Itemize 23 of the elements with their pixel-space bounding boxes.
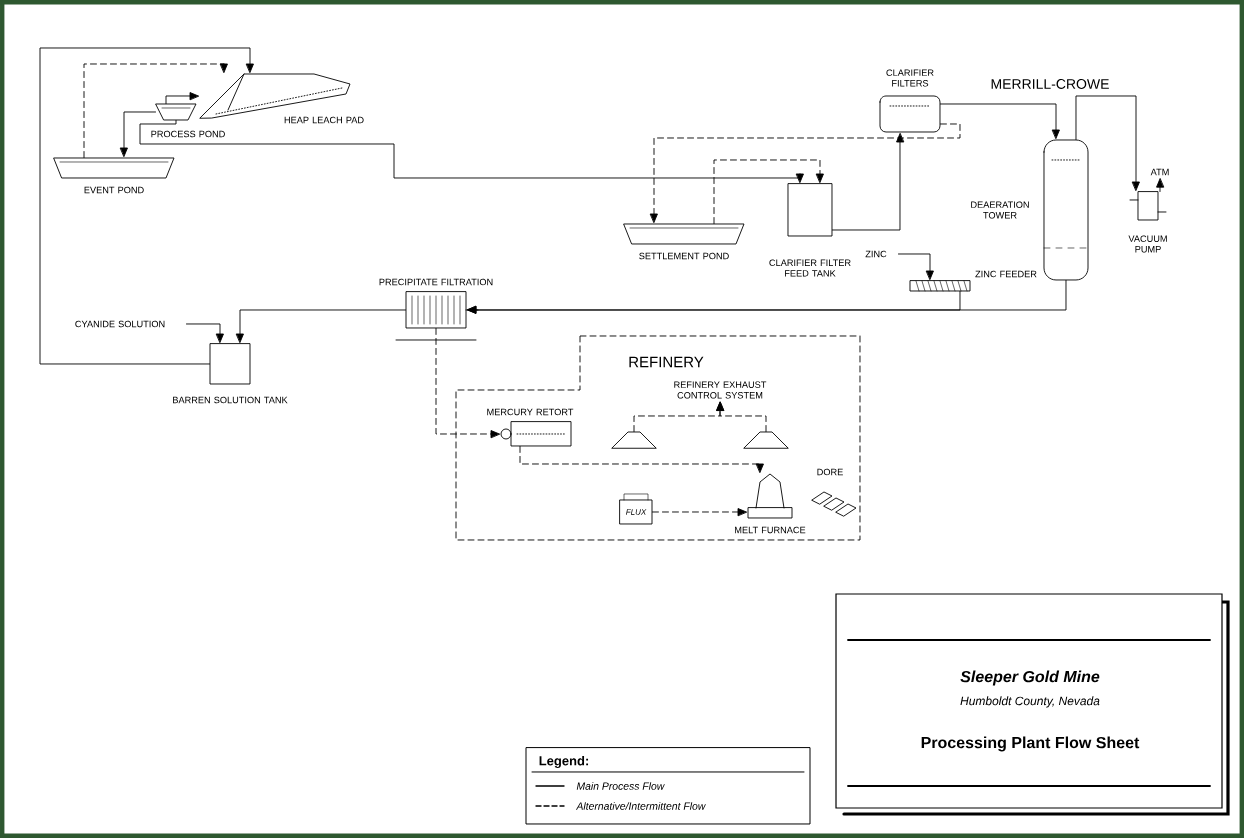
flow-line: [716, 401, 767, 432]
flow-line: [39, 47, 254, 365]
flow-line: [120, 111, 156, 157]
flow-line: [898, 253, 934, 280]
flow-line: [713, 159, 824, 224]
flow-line: [652, 508, 747, 516]
flow-line: [467, 291, 961, 314]
exhaust-hood: [743, 431, 789, 449]
flow-line: [83, 63, 228, 158]
flow-line: [650, 123, 961, 223]
flow-line: [519, 446, 764, 473]
exhaust-hood: [611, 431, 657, 449]
flow-line: [940, 103, 1060, 139]
sheet-title: Processing Plant Flow Sheet: [921, 736, 1140, 752]
flow-line: [1156, 178, 1164, 192]
flow-line: [186, 323, 224, 343]
flow-line: [165, 92, 199, 104]
flow-line: [435, 328, 500, 438]
flow-line: [1075, 95, 1140, 191]
flow-line: [832, 133, 904, 231]
flow-line: [236, 309, 406, 343]
flow-line: [139, 120, 804, 183]
project-name: Sleeper Gold Mine: [960, 670, 1100, 686]
